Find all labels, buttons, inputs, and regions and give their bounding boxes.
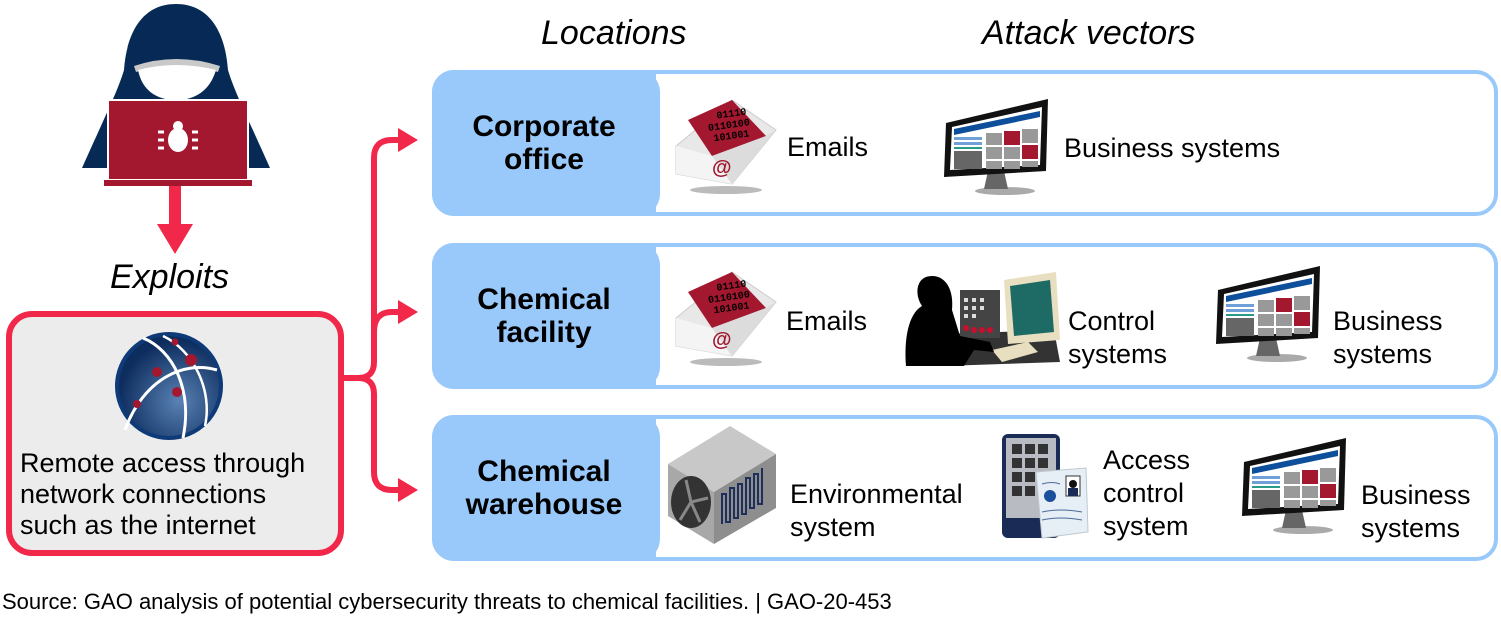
business-monitor-icon xyxy=(1216,266,1320,362)
remote-access-line: Remote access through xyxy=(20,448,306,478)
vector-label: Access control system xyxy=(1103,444,1190,543)
location-label: Corporate office xyxy=(432,70,660,216)
location-name-line: Chemical xyxy=(477,283,611,316)
location-name-line: warehouse xyxy=(465,488,623,521)
vector-label-line: systems xyxy=(1333,339,1433,369)
vector-label: Control systems xyxy=(1068,305,1167,371)
vector-label: Business systems xyxy=(1333,305,1443,371)
business-monitor-icon xyxy=(944,99,1048,195)
down-arrow-icon xyxy=(157,186,193,254)
vector-label-line: Control xyxy=(1068,306,1156,336)
hacker-with-laptop-icon xyxy=(82,4,270,186)
email-icon: 011100110100101001 @ xyxy=(675,271,777,366)
arrow-head-facility xyxy=(398,300,418,324)
remote-access-line: network connections xyxy=(20,479,267,509)
hvac-unit-icon xyxy=(668,426,776,544)
svg-text:@: @ xyxy=(712,329,732,351)
location-name-line: office xyxy=(503,143,584,176)
arrow-head-corporate xyxy=(398,128,418,152)
email-binary: 011100110100101001 xyxy=(706,279,752,318)
location-name-line: Corporate xyxy=(472,110,616,143)
vector-label-line: system xyxy=(790,512,876,542)
exploits-label: Exploits xyxy=(110,258,230,296)
vector-label-line: system xyxy=(1103,511,1189,541)
email-icon: 011100110100101001 @ xyxy=(675,99,777,194)
vector-label-line: Business xyxy=(1333,306,1443,336)
location-row-corporate-office: Corporate office xyxy=(432,70,1498,216)
location-name-line: facility xyxy=(496,316,592,349)
business-monitor-icon xyxy=(1242,438,1346,534)
keypad-badge-icon xyxy=(1002,434,1089,539)
vector-label-line: systems xyxy=(1361,513,1461,543)
source-footnote: Source: GAO analysis of potential cybers… xyxy=(2,589,892,614)
vector-label-line: systems xyxy=(1068,339,1168,369)
branch-connector xyxy=(344,128,418,502)
remote-access-text: Remote access through network connection… xyxy=(20,448,305,541)
bug-icon xyxy=(158,121,198,152)
vector-label: Emails xyxy=(787,132,869,162)
remote-access-line: such as the internet xyxy=(20,510,256,540)
arrow-head-warehouse xyxy=(398,478,418,502)
vector-label: Business systems xyxy=(1064,133,1281,163)
attack-vectors-header: Attack vectors xyxy=(982,14,1196,52)
vector-label-line: Environmental xyxy=(790,479,963,509)
vector-label: Emails xyxy=(786,306,868,336)
locations-header: Locations xyxy=(541,14,687,52)
location-label: Chemical warehouse xyxy=(432,415,660,561)
svg-text:@: @ xyxy=(712,157,732,179)
vector-label: Environmental system xyxy=(790,478,963,544)
location-label: Chemical facility xyxy=(432,243,660,389)
control-operator-icon xyxy=(905,272,1060,366)
location-name-line: Chemical xyxy=(477,455,611,488)
globe-network-icon xyxy=(115,332,223,440)
email-binary: 011100110100101001 xyxy=(706,107,752,146)
vector-label-line: control xyxy=(1103,478,1185,508)
vector-label-line: Business xyxy=(1361,480,1471,510)
vector-label: Business systems xyxy=(1361,479,1471,545)
vector-label-line: Access xyxy=(1103,445,1191,475)
location-row-chemical-facility: Chemical facility xyxy=(432,243,1498,389)
